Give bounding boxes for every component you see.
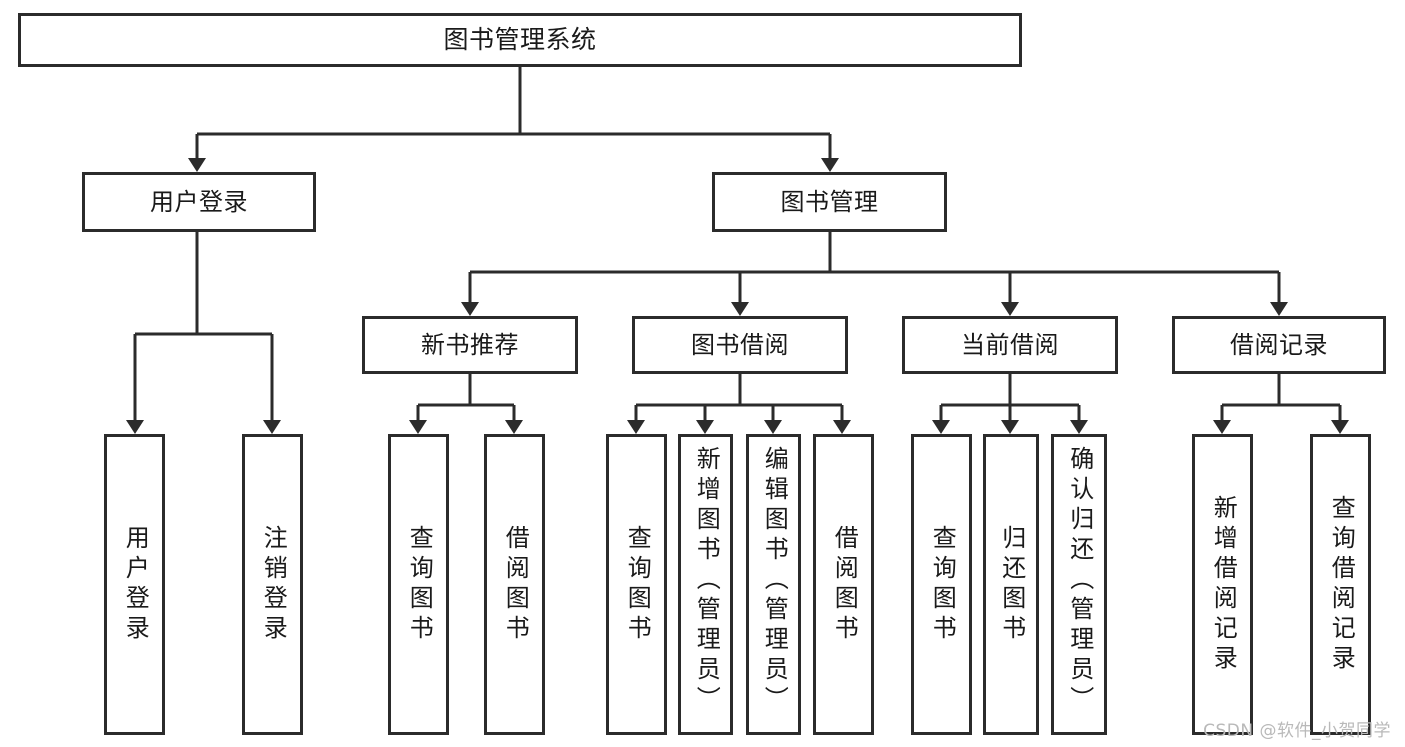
node-root-system[interactable]: 图书管理系统 xyxy=(18,13,1022,67)
node-borrow-record-label: 借阅记录 xyxy=(1230,330,1328,359)
leaf-borrow-edit-book-label: 编辑图书（管理员） xyxy=(760,446,789,716)
arrow-borrow-leaf3 xyxy=(764,420,782,434)
leaf-borrow-add-book[interactable]: 新增图书（管理员） xyxy=(678,434,733,735)
node-book-management[interactable]: 图书管理 xyxy=(712,172,947,232)
arrow-recommend-leaf2 xyxy=(505,420,523,434)
arrow-root-to-book xyxy=(821,158,839,172)
node-borrow-record[interactable]: 借阅记录 xyxy=(1172,316,1386,374)
arrow-book-to-n3 xyxy=(1001,302,1019,316)
arrow-borrow-leaf1 xyxy=(627,420,645,434)
leaf-borrow-edit-book[interactable]: 编辑图书（管理员） xyxy=(746,434,801,735)
arrow-user-leaf2 xyxy=(263,420,281,434)
leaf-recommend-query-book[interactable]: 查询图书 xyxy=(388,434,449,735)
arrow-current-leaf3 xyxy=(1070,420,1088,434)
leaf-current-return-book[interactable]: 归还图书 xyxy=(983,434,1039,735)
leaf-current-query-book[interactable]: 查询图书 xyxy=(911,434,972,735)
node-book-borrow[interactable]: 图书借阅 xyxy=(632,316,848,374)
node-book-management-label: 图书管理 xyxy=(780,187,879,216)
arrow-record-leaf1 xyxy=(1213,420,1231,434)
node-user-login-label: 用户登录 xyxy=(150,187,248,216)
leaf-borrow-query-book-label: 查询图书 xyxy=(623,524,652,645)
arrow-borrow-leaf4 xyxy=(833,420,851,434)
leaf-recommend-borrow-book[interactable]: 借阅图书 xyxy=(484,434,545,735)
leaf-user-login-signin[interactable]: 用户登录 xyxy=(104,434,165,735)
leaf-recommend-borrow-book-label: 借阅图书 xyxy=(501,524,530,645)
leaf-record-add-record-label: 新增借阅记录 xyxy=(1209,494,1238,675)
arrow-current-leaf1 xyxy=(932,420,950,434)
leaf-record-add-record[interactable]: 新增借阅记录 xyxy=(1192,434,1253,735)
leaf-record-query-record-label: 查询借阅记录 xyxy=(1327,494,1356,675)
leaf-borrow-query-book[interactable]: 查询图书 xyxy=(606,434,667,735)
node-book-borrow-label: 图书借阅 xyxy=(691,330,789,359)
leaf-current-query-book-label: 查询图书 xyxy=(928,524,957,645)
leaf-borrow-borrow-book[interactable]: 借阅图书 xyxy=(813,434,874,735)
node-new-book-recommend-label: 新书推荐 xyxy=(421,330,519,359)
leaf-current-confirm-return[interactable]: 确认归还（管理员） xyxy=(1051,434,1107,735)
arrow-current-leaf2 xyxy=(1001,420,1019,434)
leaf-borrow-add-book-label: 新增图书（管理员） xyxy=(692,446,721,716)
arrow-recommend-leaf1 xyxy=(409,420,427,434)
arrow-record-leaf2 xyxy=(1331,420,1349,434)
leaf-user-login-signout-label: 注销登录 xyxy=(259,524,288,645)
node-current-borrow[interactable]: 当前借阅 xyxy=(902,316,1118,374)
arrow-user-leaf1 xyxy=(126,420,144,434)
leaf-recommend-query-book-label: 查询图书 xyxy=(405,524,434,645)
leaf-record-query-record[interactable]: 查询借阅记录 xyxy=(1310,434,1371,735)
arrow-root-to-user xyxy=(188,158,206,172)
arrow-book-to-n1 xyxy=(461,302,479,316)
arrow-book-to-n2 xyxy=(731,302,749,316)
arrow-borrow-leaf2 xyxy=(696,420,714,434)
leaf-borrow-borrow-book-label: 借阅图书 xyxy=(830,524,859,645)
leaf-current-confirm-return-label: 确认归还（管理员） xyxy=(1065,446,1094,716)
node-root-system-label: 图书管理系统 xyxy=(443,25,597,54)
node-current-borrow-label: 当前借阅 xyxy=(961,330,1059,359)
watermark: CSDN @软件_小贺同学 xyxy=(1203,721,1391,741)
node-new-book-recommend[interactable]: 新书推荐 xyxy=(362,316,578,374)
leaf-user-login-signout[interactable]: 注销登录 xyxy=(242,434,303,735)
leaf-current-return-book-label: 归还图书 xyxy=(997,524,1026,645)
leaf-user-login-signin-label: 用户登录 xyxy=(121,524,150,645)
node-user-login[interactable]: 用户登录 xyxy=(82,172,316,232)
arrow-book-to-n4 xyxy=(1270,302,1288,316)
